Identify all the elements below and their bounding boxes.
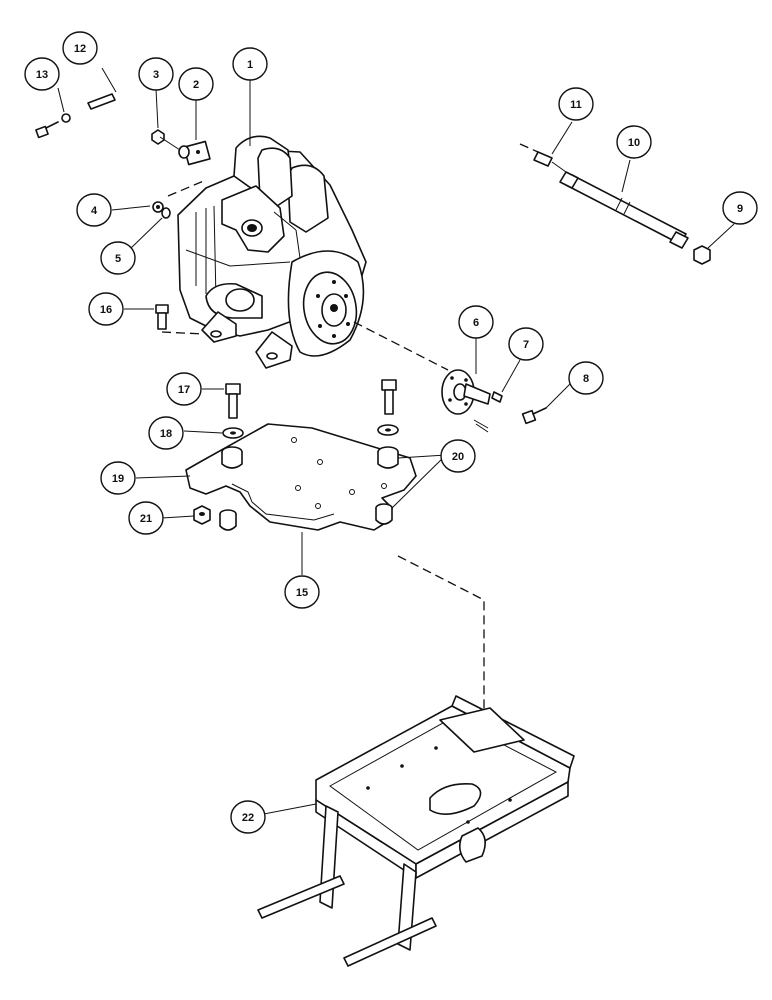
callout-circle [128,501,164,535]
engine-part [177,135,367,369]
callout-label: 1 [247,59,253,71]
callout-circle [148,416,184,450]
callout-circle [232,47,268,81]
part-20-isolator-bottom-left [219,509,237,531]
callout-label: 15 [296,587,308,599]
callout-circle [230,800,266,834]
callout-21: 21 [128,501,164,535]
callout-circle [508,327,544,361]
callout-10: 10 [616,125,652,159]
callout-label: 18 [160,428,172,440]
part-18-washer-left [222,427,244,439]
callout-6: 6 [458,305,494,339]
part-12-pin [87,93,116,110]
callout-19: 19 [100,461,136,495]
part-7-key [473,391,503,433]
callout-circle [100,461,136,495]
callout-label: 4 [91,205,98,217]
part-20-isolator-top-left [221,446,243,469]
part-17-bolt-right [381,379,397,415]
part-15-mounting-plate [185,423,417,531]
callout-12: 12 [62,31,98,65]
callout-label: 9 [737,203,743,215]
part-6-hub [441,369,491,415]
callout-circle [722,191,758,225]
callout-label: 6 [473,317,479,329]
callout-label: 17 [178,384,190,396]
callout-circle [284,575,320,609]
callout-label: 8 [583,373,589,385]
part-21-nut [193,505,211,525]
callout-9: 9 [722,191,758,225]
callout-label: 5 [115,253,121,265]
part-8-screw [521,407,547,425]
part-2-bracket [178,140,211,166]
callout-label: 16 [100,304,112,316]
leader-lines [57,67,735,818]
callout-label: 3 [153,69,159,81]
callout-15: 15 [284,575,320,609]
callout-label: 7 [523,339,529,351]
callout-label: 20 [452,451,464,463]
callout-17: 17 [166,372,202,406]
part-20-isolator-top-right [377,446,399,469]
callout-label: 11 [570,99,582,111]
callout-label: 12 [74,43,86,55]
callout-1: 1 [232,47,268,81]
part-11-fitting [519,143,567,173]
callout-11: 11 [558,87,594,121]
callout-label: 10 [628,137,640,149]
part-16-bolt [155,304,205,335]
callout-circle [24,57,60,91]
part-22-frame [257,695,575,967]
callout-5: 5 [100,241,136,275]
callout-circle [166,372,202,406]
callout-circle [558,87,594,121]
callout-label: 13 [36,69,48,81]
callout-2: 2 [178,67,214,101]
callout-4: 4 [76,193,112,227]
part-17-bolt-left [225,383,241,419]
part-3-nut [151,129,165,145]
callout-circle [76,193,112,227]
callout-circle [100,241,136,275]
callout-circle [616,125,652,159]
callout-circle [138,57,174,91]
callout-label: 21 [140,513,152,525]
callout-circle [88,292,124,326]
callout-label: 2 [193,79,199,91]
part-13-screw [35,113,71,139]
part-18-washer-right [377,424,399,436]
callout-8: 8 [568,361,604,395]
part-4-washer [152,201,164,213]
callout-circle [568,361,604,395]
callout-7: 7 [508,327,544,361]
part-9-nut [693,245,711,265]
callout-3: 3 [138,57,174,91]
callout-circle [458,305,494,339]
part-5-nut [161,207,171,219]
callout-20: 20 [440,439,476,473]
part-20-isolator-bottom-right [375,503,393,525]
callout-label: 19 [112,473,124,485]
callout-circle [178,67,214,101]
callout-label: 22 [242,812,254,824]
callout-13: 13 [24,57,60,91]
part-10-rod [559,171,689,249]
callout-22: 22 [230,800,266,834]
callout-18: 18 [148,416,184,450]
callout-circle [440,439,476,473]
callout-16: 16 [88,292,124,326]
callout-circle [62,31,98,65]
